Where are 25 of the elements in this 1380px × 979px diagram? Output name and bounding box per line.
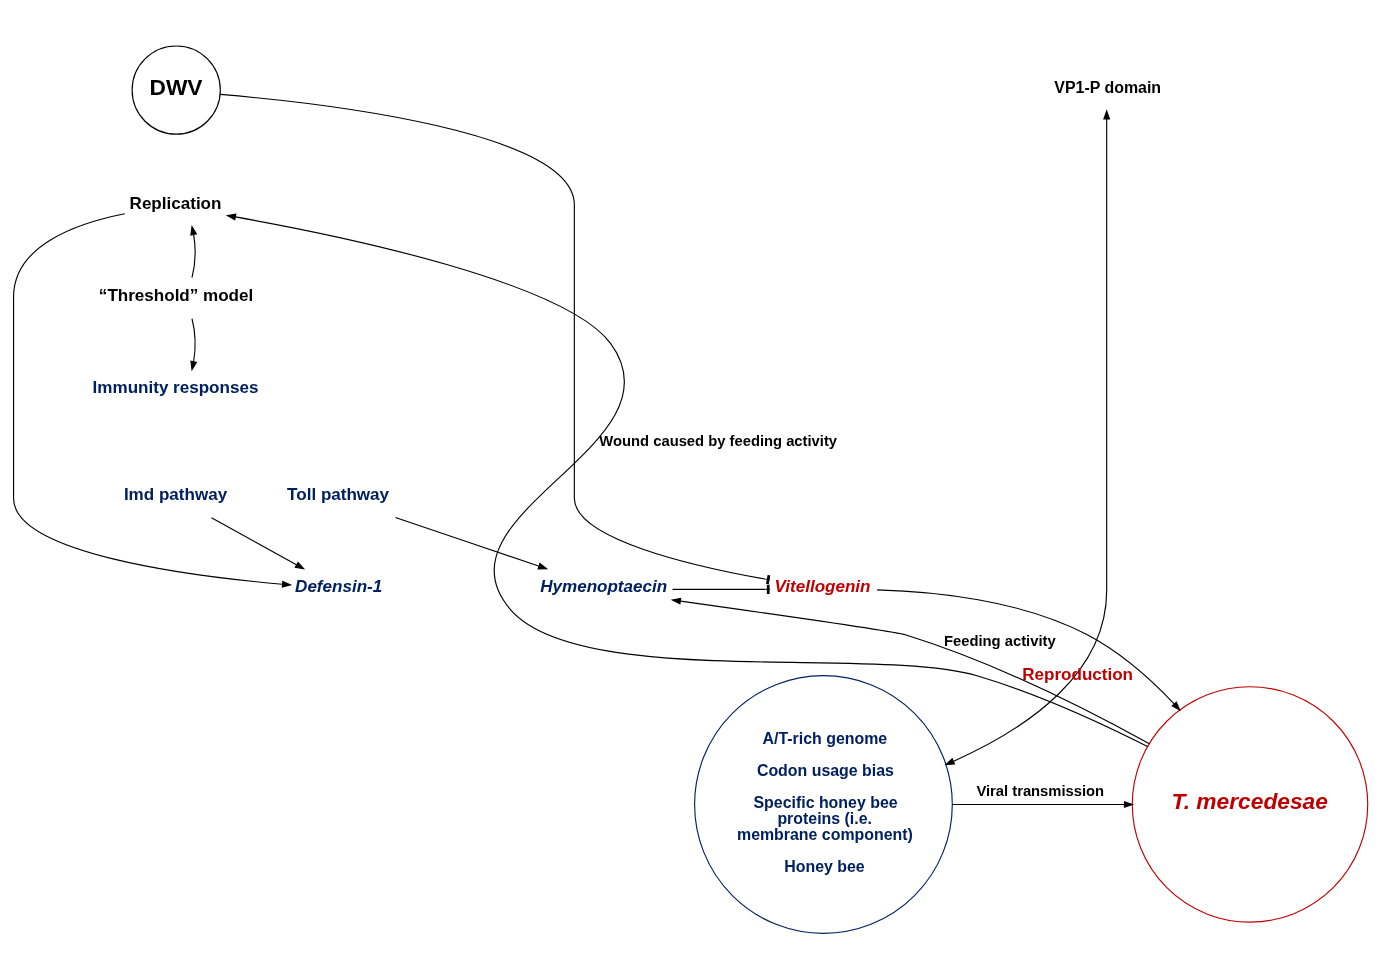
arrow: [943, 109, 1110, 766]
edge-label: Wound caused by feeding activity: [598, 433, 837, 450]
node-text: Vitellogenin: [774, 577, 871, 597]
node-circle: DWV: [131, 45, 221, 135]
node-circle: T. mercedesae: [1131, 686, 1368, 923]
arrow: [12, 213, 292, 588]
arrow: [210, 517, 305, 570]
node-text: Imd pathway: [123, 485, 227, 505]
node-text: Hymenoptaecin: [539, 577, 667, 597]
connector: [219, 93, 770, 585]
edge-label: Feeding activity: [943, 632, 1056, 649]
edge-label: Viral transmission: [975, 782, 1104, 799]
node-text: “Threshold” model: [98, 285, 253, 305]
arrow: [189, 318, 197, 372]
arrow: [189, 224, 197, 279]
node-text: Immunity responses: [92, 378, 258, 398]
node-text: Defensin-1: [294, 577, 382, 597]
arrow: [876, 589, 1181, 712]
node-text: VP1-P domain: [1053, 79, 1161, 97]
node-text: Toll pathway: [286, 485, 389, 505]
arrow: [951, 800, 1134, 809]
arrow: [670, 597, 1150, 745]
arrow: [394, 516, 548, 570]
node-text: Replication: [129, 193, 221, 213]
arrow: [225, 213, 1148, 748]
